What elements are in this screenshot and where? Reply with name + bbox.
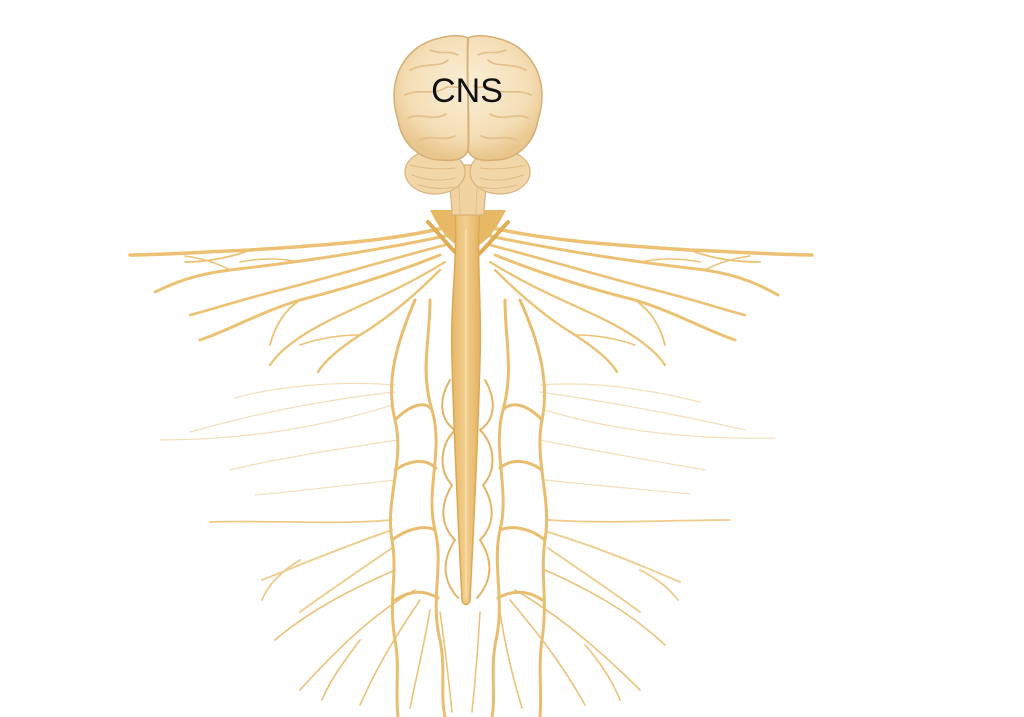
sympathetic-chain-left [388,298,447,717]
peripheral-nerves-upper-right [478,223,814,374]
inner-plexus [441,379,494,599]
sympathetic-chain-right [490,298,549,717]
peripheral-nerves-upper-left [128,223,457,374]
peripheral-nerves-bottom [274,569,666,713]
cns-label: CNS [431,72,503,110]
peripheral-nerves-lower [209,519,731,613]
brain: CNS [393,35,543,162]
brain-folds [404,49,532,141]
peripheral-nerves-faint [159,382,776,496]
